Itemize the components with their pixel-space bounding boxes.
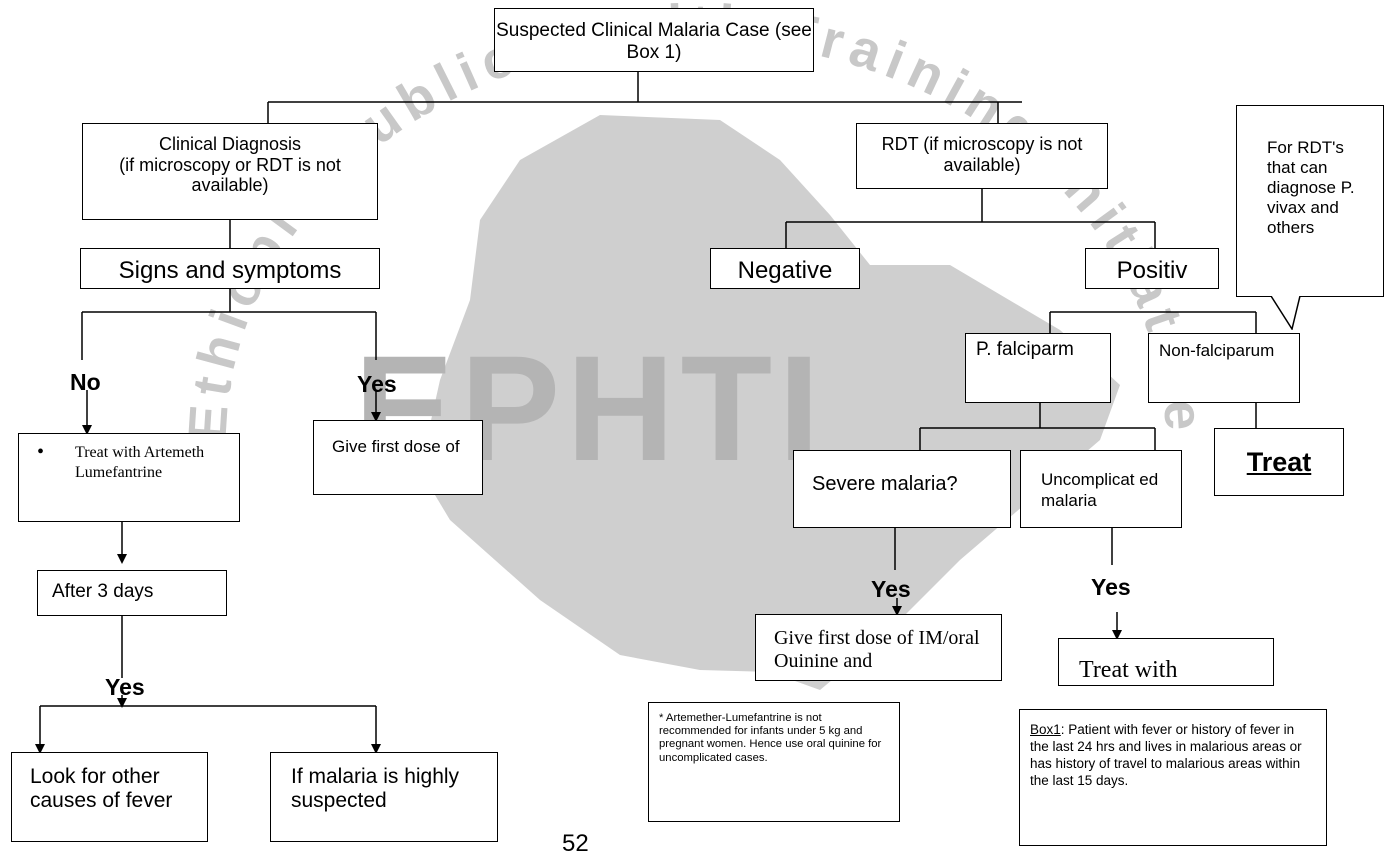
treat-box: Treat [1214,428,1344,496]
p-falciparum-box: P. falciparm [965,333,1111,403]
treat-with-box: Treat with [1058,638,1274,686]
give-quinine-box: Give first dose of IM/oral Ouinine and [755,614,1002,681]
non-falciparum-box: Non-falciparum [1148,333,1300,403]
yes-label-after: Yes [105,674,145,700]
uncomplicated-box: Uncomplicat ed malaria [1020,450,1182,528]
ethiopia-map-silhouette [420,115,1120,690]
look-other-causes-box: Look for other causes of fever [11,752,208,842]
box1-text: : Patient with fever or history of fever… [1030,722,1302,788]
clinical-diagnosis-box: Clinical Diagnosis (if microscopy or RDT… [82,123,378,220]
severe-malaria-box: Severe malaria? [793,450,1011,528]
after-3-days-box: After 3 days [37,570,227,616]
callout-pointer [1270,296,1301,330]
negative-box: Negative [710,248,860,289]
yes-label-severe: Yes [871,576,911,602]
signs-symptoms-box: Signs and symptoms [80,248,380,289]
page-number: 52 [562,830,589,857]
suspected-case-box: Suspected Clinical Malaria Case (see Box… [494,8,814,72]
if-malaria-suspected-box: If malaria is highly suspected [270,752,498,842]
box1-definition: Box1: Patient with fever or history of f… [1019,709,1327,846]
rdt-box: RDT (if microscopy is not available) [856,123,1108,189]
yes-label-uncomplicated: Yes [1091,574,1131,600]
give-first-dose-box: Give first dose of [313,420,483,495]
yes-label-signs: Yes [357,371,397,397]
treat-al-box: • Treat with Artemeth Lumefantrine [18,433,240,522]
rdt-callout-box: For RDT's that can diagnose P. vivax and… [1236,105,1384,297]
footnote-box: * Artemether-Lumefantrine is not recomme… [648,702,900,822]
box1-title: Box1 [1030,722,1061,737]
positive-box: Positiv [1085,248,1219,289]
no-label: No [70,369,101,395]
bullet: • [37,441,45,463]
